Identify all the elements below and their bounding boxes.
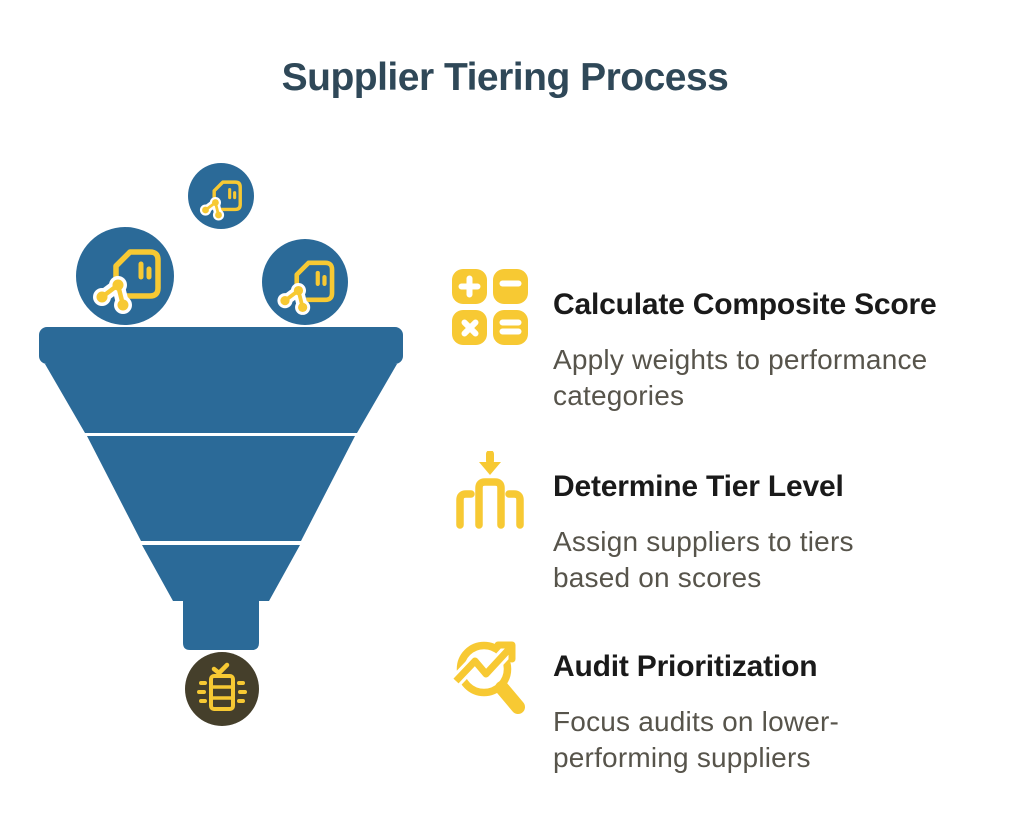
funnel-segment-top [45,364,397,433]
step-title: Determine Tier Level [553,470,844,503]
tier-podium-icon [452,450,536,534]
step-description: Apply weights to performance categories [553,344,928,411]
page-title: Supplier Tiering Process [281,56,729,99]
step-item-tier-level: Determine Tier Level Assign suppliers to… [452,448,1012,596]
funnel-segment-bottom-spout [142,545,300,650]
ranked-checklist-icon [197,662,247,711]
funnel-segment-middle [87,436,355,541]
funnel-rim [39,327,403,364]
audit-magnifier-icon [451,631,536,720]
funnel-svg [39,163,403,726]
step-title: Calculate Composite Score [553,288,937,321]
calculator-icon [452,269,536,350]
step-item-calculate-score: Calculate Composite Score Apply weights … [452,266,1012,414]
step-item-audit-prioritization: Audit Prioritization Focus audits on low… [451,628,1012,776]
step-title: Audit Prioritization [553,650,818,683]
step-description: Focus audits on lower-performing supplie… [553,706,840,773]
step-description: Assign suppliers to tiers based on score… [553,526,854,593]
output-bubble [185,652,259,726]
funnel-diagram [38,160,410,732]
